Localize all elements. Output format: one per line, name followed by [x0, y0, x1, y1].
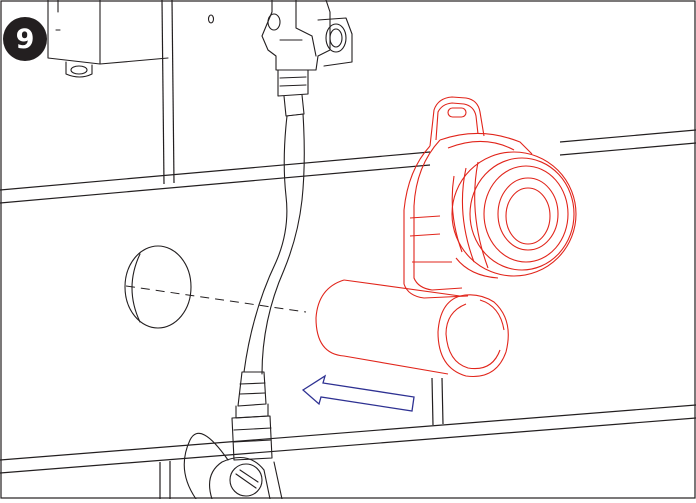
tile-joint	[0, 151, 431, 191]
step-number: 9	[15, 23, 35, 55]
flexible-hose	[237, 94, 305, 407]
wall-drain-hole	[124, 245, 192, 329]
wall-bracket	[47, 0, 215, 78]
tile-joint	[161, 0, 165, 185]
tile-joint	[559, 129, 696, 143]
step-number-badge: 9	[3, 17, 47, 61]
siphon-outline	[315, 96, 577, 378]
tile-joint	[171, 0, 175, 184]
screw-hole	[207, 14, 215, 24]
upper-angle-valve	[261, 0, 353, 97]
alignment-line	[125, 285, 307, 313]
tile-joint	[431, 377, 434, 426]
lower-angle-valve	[183, 403, 283, 500]
tile-joint	[441, 377, 444, 425]
tile-joint	[0, 417, 696, 474]
tile-joint	[0, 164, 431, 204]
direction-arrow-icon	[301, 374, 415, 412]
tile-joint	[0, 404, 696, 461]
tile-joint	[559, 142, 696, 156]
